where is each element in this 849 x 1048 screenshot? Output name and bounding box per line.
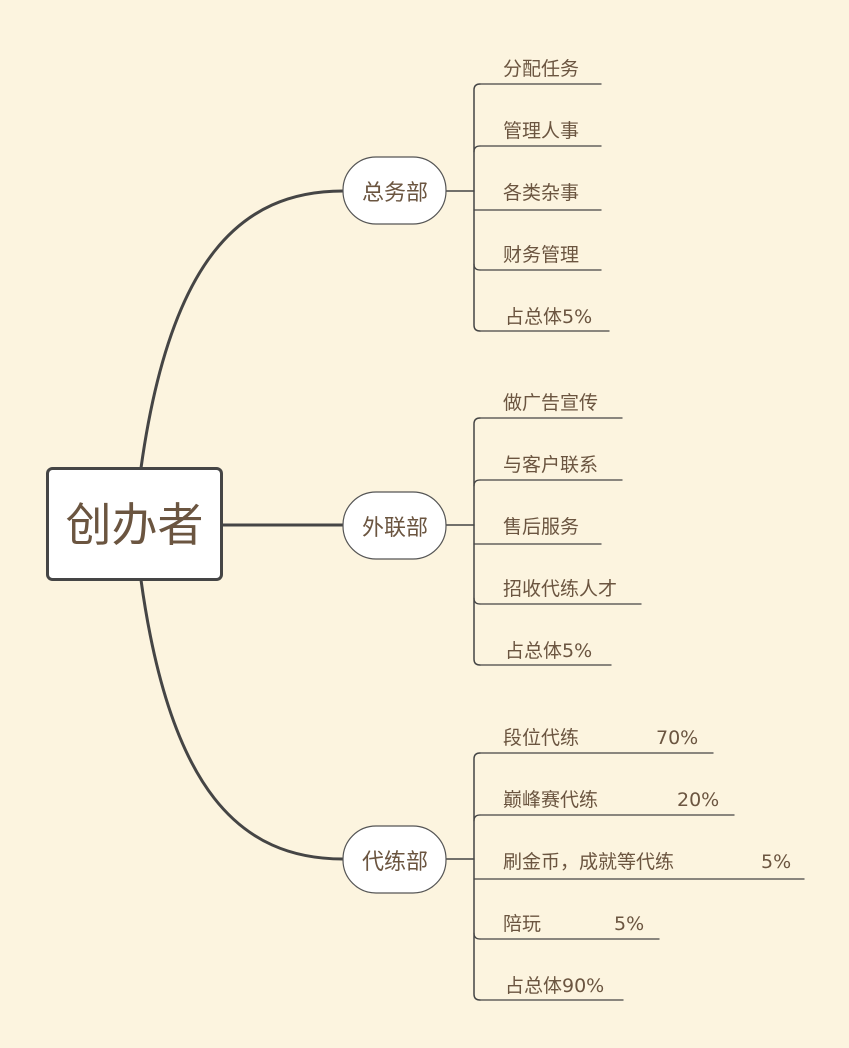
leaf-label: 巅峰赛代练	[503, 789, 598, 811]
leaf-label: 分配任务	[503, 58, 579, 80]
root-box	[46, 467, 223, 581]
root-connectors	[139, 189, 345, 861]
department-label: 外联部	[362, 516, 428, 541]
leaf-percent: 20%	[677, 789, 719, 811]
leaf-1-1[interactable]: 与客户联系	[473, 454, 623, 487]
department-branch-2: 段位代练 70% 巅峰赛代练 20% 刷金币，成就等代练 5% 陪玩 5% 占总…	[342, 727, 805, 1001]
department-node-2[interactable]: 代练部	[342, 825, 447, 894]
leaf-1-4[interactable]: 占总体5%	[479, 640, 612, 666]
department-node-0[interactable]: 总务部	[342, 156, 447, 225]
leaf-label: 占总体5%	[505, 306, 592, 328]
department-label: 代练部	[362, 850, 428, 875]
leaf-1-0[interactable]: 做广告宣传	[479, 392, 623, 419]
department-label: 总务部	[362, 181, 428, 206]
dept-1-bracket	[473, 417, 481, 666]
leaf-0-2[interactable]: 各类杂事	[473, 182, 602, 211]
leaf-1-2[interactable]: 售后服务	[473, 516, 602, 545]
leaf-0-0[interactable]: 分配任务	[479, 58, 602, 85]
leaf-label: 财务管理	[503, 244, 579, 266]
leaf-label: 占总体90%	[505, 975, 604, 997]
leaf-branch	[473, 479, 481, 487]
leaf-label: 做广告宣传	[503, 392, 598, 414]
department-box	[342, 491, 447, 560]
leaf-label: 陪玩	[503, 913, 541, 935]
leaf-0-3[interactable]: 财务管理	[473, 244, 602, 271]
leaf-label: 刷金币，成就等代练	[503, 851, 674, 873]
leaf-2-3[interactable]: 陪玩 5%	[473, 913, 660, 940]
leaf-0-1[interactable]: 管理人事	[473, 120, 602, 153]
department-box	[342, 156, 447, 225]
leaf-percent: 5%	[614, 913, 644, 935]
leaf-branch	[473, 814, 481, 822]
department-branch-1: 做广告宣传 与客户联系 售后服务 招收代练人才 占总体5% 外联部	[342, 392, 642, 666]
root-to-dept-2-connector	[139, 578, 345, 861]
dept-0-bracket	[473, 83, 481, 332]
leaf-2-0[interactable]: 段位代练 70%	[479, 727, 714, 754]
leaf-branch	[473, 263, 481, 271]
root-label: 创办者	[66, 498, 204, 552]
leaf-2-1[interactable]: 巅峰赛代练 20%	[473, 789, 735, 822]
dept-2-bracket	[473, 752, 481, 1001]
leaf-label: 与客户联系	[503, 454, 598, 476]
leaf-branch	[473, 145, 481, 153]
leaf-0-4[interactable]: 占总体5%	[479, 306, 610, 332]
leaf-label: 段位代练	[503, 727, 579, 749]
leaf-percent: 5%	[761, 851, 791, 873]
department-node-1[interactable]: 外联部	[342, 491, 447, 560]
leaf-label: 售后服务	[503, 516, 579, 538]
leaf-branch	[473, 932, 481, 940]
leaf-2-2[interactable]: 刷金币，成就等代练 5%	[473, 851, 805, 880]
root-to-dept-0-connector	[139, 189, 345, 470]
leaf-2-4[interactable]: 占总体90%	[479, 975, 624, 1001]
root-node[interactable]: 创办者	[46, 467, 223, 581]
leaf-percent: 70%	[656, 727, 698, 749]
department-box	[342, 825, 447, 894]
leaf-label: 招收代练人才	[503, 578, 617, 600]
leaf-branch	[473, 597, 481, 605]
department-branch-0: 分配任务 管理人事 各类杂事 财务管理 占总体5% 总务部	[342, 58, 610, 332]
leaf-label: 各类杂事	[503, 182, 579, 204]
leaf-1-3[interactable]: 招收代练人才	[473, 578, 642, 605]
leaf-label: 管理人事	[503, 120, 579, 142]
leaf-label: 占总体5%	[505, 640, 592, 662]
